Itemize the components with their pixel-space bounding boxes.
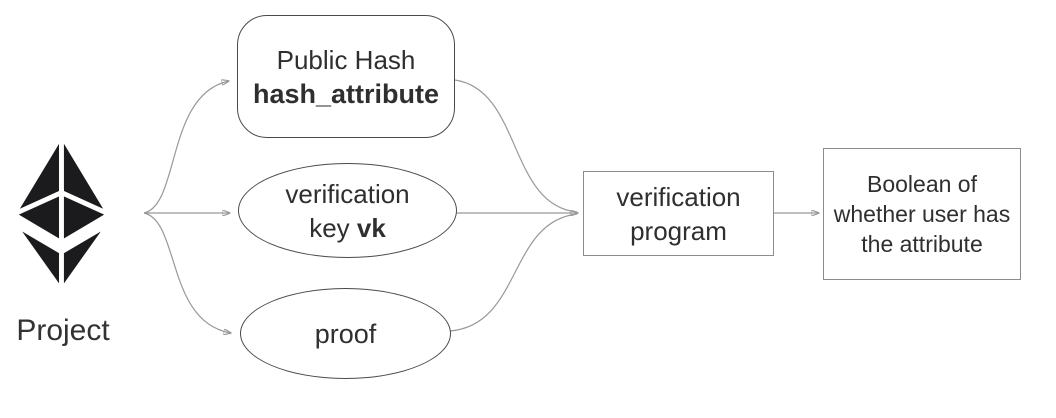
verification-key-word: key — [309, 212, 350, 243]
verification-key-vk: vk — [356, 212, 386, 243]
proof-label: proof — [314, 318, 377, 349]
eth-face-mid-right — [59, 188, 112, 248]
verification-program-line2: program — [630, 215, 727, 246]
eth-face-lower-right — [59, 219, 112, 295]
verification-program-line1: verification — [616, 181, 741, 212]
boolean-output-line1: Boolean of — [867, 171, 977, 197]
connector-project-to-public-hash — [143, 81, 229, 214]
boolean-output-line3: the attribute — [861, 231, 983, 257]
project-label: Project — [16, 314, 110, 347]
node-verification-key: verification key vk — [238, 163, 457, 258]
ethereum-logo-icon — [11, 131, 112, 295]
node-public-hash: Public Hash hash_attribute — [237, 15, 455, 138]
connector-project-to-proof — [143, 212, 231, 333]
boolean-output-line2: whether user has — [833, 201, 1011, 227]
connector-proof-to-program — [449, 213, 578, 332]
node-proof: proof — [240, 288, 451, 379]
public-hash-attribute: hash_attribute — [252, 78, 440, 109]
connector-public-hash-to-program — [454, 79, 578, 213]
node-boolean-output: Boolean of whether user has the attribut… — [823, 148, 1021, 280]
node-verification-program: verification program — [583, 171, 774, 256]
verification-key-line1: verification — [285, 178, 410, 209]
public-hash-title: Public Hash — [276, 44, 416, 75]
verification-key-line2: key vk — [309, 211, 386, 245]
